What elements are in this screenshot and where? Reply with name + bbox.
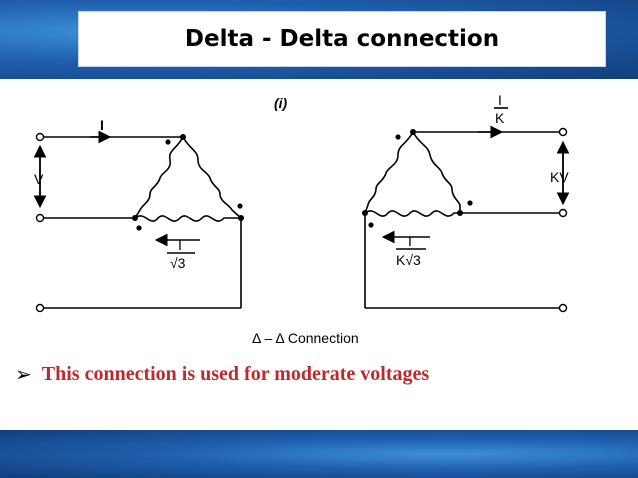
primary-current-label: I bbox=[100, 117, 104, 133]
secondary-current-num: I bbox=[498, 92, 502, 108]
primary-winding-current-den: √3 bbox=[170, 255, 186, 271]
slide-title: Delta - Delta connection bbox=[184, 26, 500, 52]
secondary-coil-right bbox=[412, 131, 461, 213]
secondary-winding-current-den: K√3 bbox=[396, 252, 421, 268]
title-box: Delta - Delta connection bbox=[78, 11, 606, 67]
secondary-coil-bottom bbox=[364, 210, 460, 217]
bottom-banner bbox=[0, 430, 638, 478]
primary-coil-left bbox=[134, 136, 184, 219]
primary-voltage-label: V bbox=[34, 171, 44, 187]
diagram-caption: Δ – Δ Connection bbox=[252, 330, 359, 346]
bullet-text: This connection is used for moderate vol… bbox=[41, 362, 430, 385]
panel-label: (i) bbox=[274, 95, 288, 111]
primary-coil-bottom bbox=[134, 215, 241, 222]
secondary-circuit bbox=[364, 107, 570, 309]
bullet-point: ➢ This connection is used for moderate v… bbox=[15, 360, 429, 388]
secondary-terminals bbox=[558, 127, 568, 313]
secondary-voltage-label: KV bbox=[550, 169, 569, 185]
secondary-polarity-dots bbox=[362, 129, 473, 228]
secondary-current-den: K bbox=[495, 110, 505, 126]
bullet-arrow-icon: ➢ bbox=[15, 362, 32, 386]
primary-winding-current-num: I bbox=[178, 237, 182, 253]
secondary-winding-current-num: I bbox=[408, 233, 412, 249]
primary-polarity-dots bbox=[132, 134, 244, 231]
primary-circuit bbox=[33, 130, 242, 309]
secondary-coil-left bbox=[364, 131, 414, 214]
primary-terminals bbox=[35, 132, 45, 313]
primary-coil-right bbox=[182, 136, 242, 219]
